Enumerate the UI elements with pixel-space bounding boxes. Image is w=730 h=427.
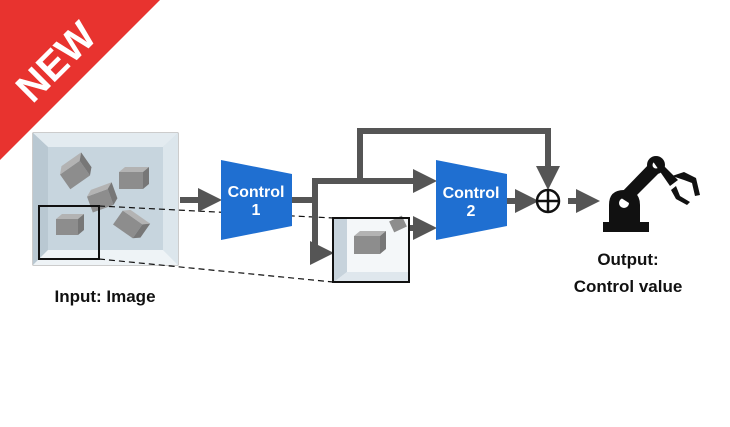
connector-lines — [292, 128, 600, 265]
control1-number: 1 — [252, 202, 261, 219]
block — [60, 152, 92, 190]
control2-block: Control 2 — [436, 160, 507, 240]
zoom-line-bottom — [98, 258, 334, 283]
input-image — [32, 132, 179, 266]
control2-label: Control — [443, 185, 500, 202]
sum-node — [535, 188, 561, 214]
output-label: Output: — [597, 250, 659, 269]
control2-number: 2 — [467, 203, 476, 220]
block — [119, 167, 149, 189]
output-label-value: Control value — [573, 277, 683, 296]
control1-label: Control — [228, 184, 285, 201]
zoom-line-top — [98, 205, 334, 219]
robot-arm-icon — [603, 156, 700, 232]
cropped-image — [332, 215, 410, 283]
input-label: Input: Image — [54, 287, 156, 306]
block — [56, 214, 84, 235]
crop-region — [38, 205, 100, 260]
block — [113, 209, 151, 239]
control1-block: Control 1 — [221, 160, 292, 240]
